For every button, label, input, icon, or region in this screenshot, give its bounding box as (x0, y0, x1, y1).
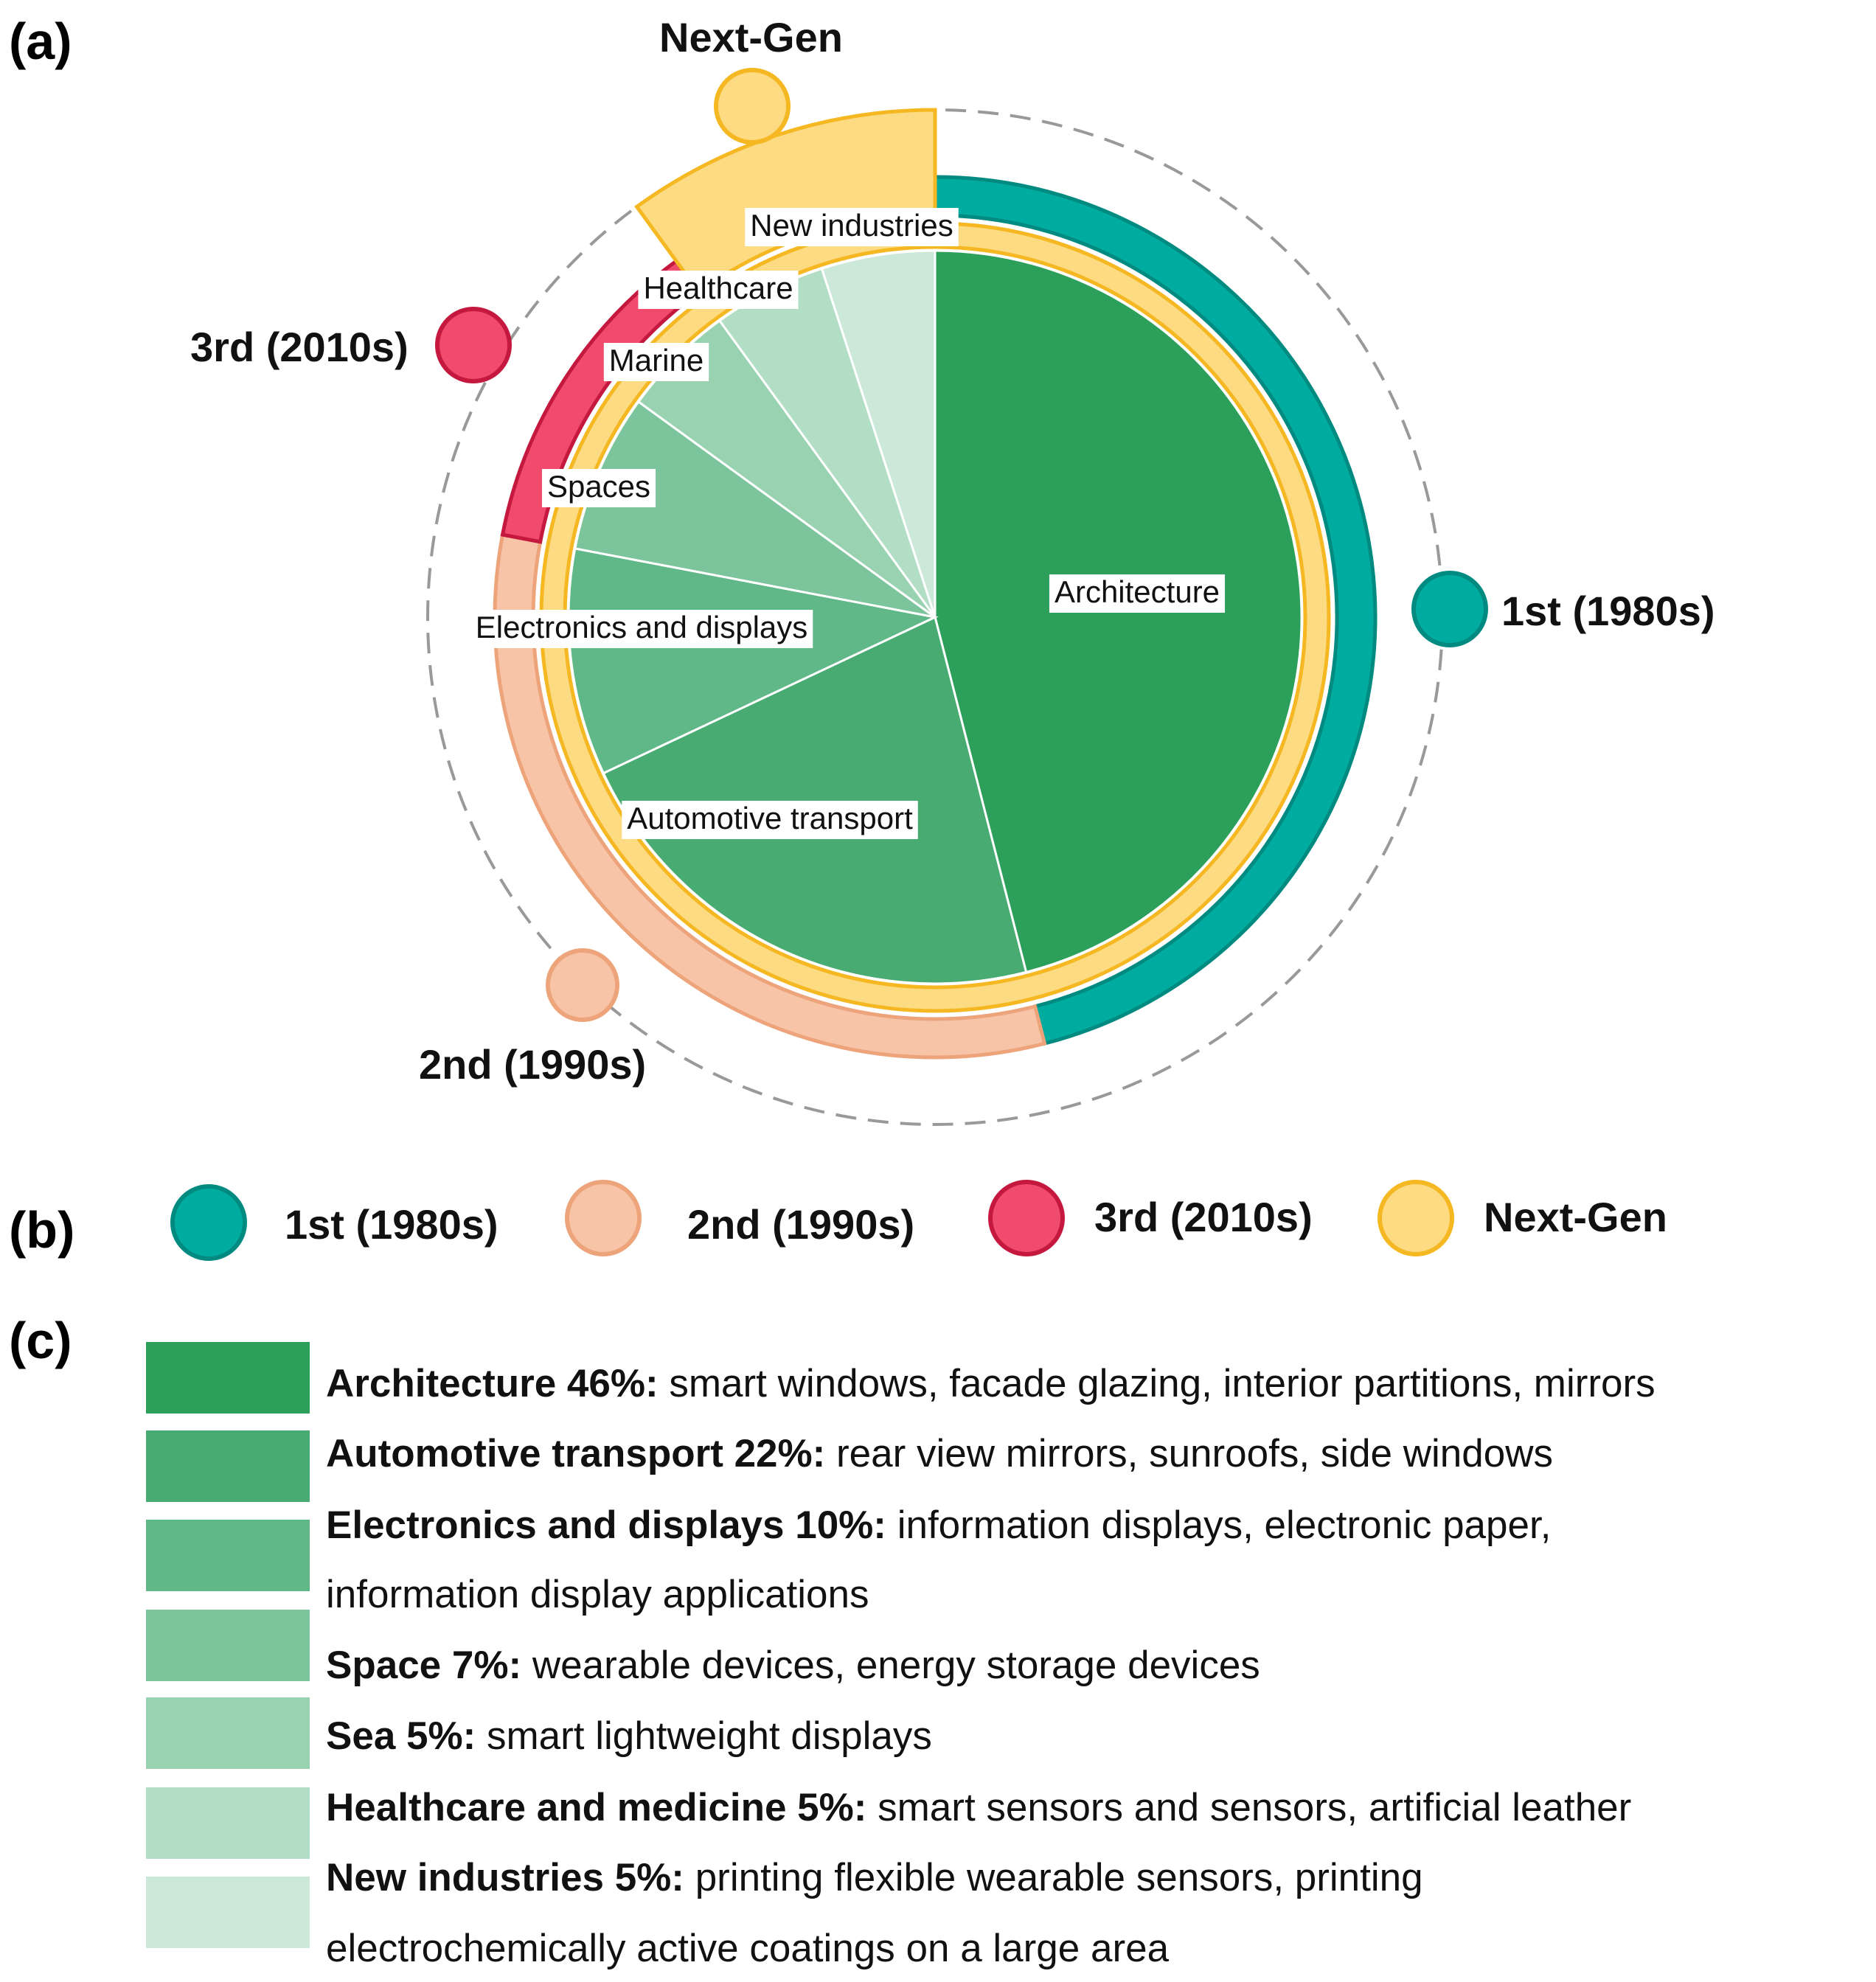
generation-legend: 1st (1980s) 2nd (1990s) 3rd (2010s) Next… (170, 1180, 1667, 1261)
slice-label-2: Automotive transport (627, 801, 913, 835)
gen2-label: 2nd (1990s) (419, 1041, 646, 1088)
legend-c-desc-6: smart sensors and sensors, artificial le… (866, 1786, 1631, 1829)
slice-label-7: New industries (750, 208, 953, 243)
legend-c-line2-3: information display applications (326, 1573, 869, 1616)
legend-c-bold-2: Automotive transport 22%: (326, 1432, 825, 1475)
slice-label-box-7 (745, 208, 959, 246)
legend-c-bold-5: Sea 5%: (326, 1714, 476, 1758)
slice-label-3: Electronics and displays (476, 610, 808, 644)
legend-c-swatch-6 (146, 1787, 310, 1859)
legend-c-swatch-5 (146, 1697, 310, 1769)
legend-c-desc-5: smart lightweight displays (476, 1714, 932, 1758)
slice-label-box-6 (638, 271, 799, 309)
gen1-label: 1st (1980s) (1501, 588, 1715, 634)
legend-c-line-2: Automotive transport 22%: rear view mirr… (326, 1432, 1553, 1475)
gen3-label: 3rd (2010s) (190, 324, 409, 370)
generation-arc-4 (634, 108, 937, 295)
nextgen-label: Next-Gen (659, 14, 843, 60)
legend-c-bold-7: New industries 5%: (326, 1856, 684, 1899)
legend-c-line-1: Architecture 46%: smart windows, facade … (326, 1362, 1656, 1405)
slice-label-box-5 (603, 343, 709, 381)
legend-c-bold-3: Electronics and displays 10%: (326, 1503, 886, 1547)
legend-c-swatch-2 (146, 1430, 310, 1502)
legend-c-line-4: Space 7%: wearable devices, energy stora… (326, 1644, 1260, 1687)
gen3-marker (435, 307, 512, 383)
legend-nextgen-swatch (1378, 1180, 1454, 1256)
legend-gen2-swatch (565, 1180, 642, 1256)
legend-gen1-swatch (170, 1184, 247, 1261)
legend-gen3-label: 3rd (2010s) (1094, 1194, 1313, 1240)
legend-gen1-label: 1st (1980s) (285, 1201, 498, 1248)
legend-c-swatch-4 (146, 1610, 310, 1681)
legend-c-line-6: Healthcare and medicine 5%: smart sensor… (326, 1786, 1631, 1829)
legend-c-desc-7: printing flexible wearable sensors, prin… (684, 1856, 1423, 1899)
legend-nextgen-label: Next-Gen (1484, 1194, 1667, 1240)
legend-c-desc-1: smart windows, facade glazing, interior … (659, 1362, 1656, 1405)
slice-label-box-2 (622, 801, 918, 839)
panel-label-c: (c) (9, 1312, 72, 1369)
legend-c-desc-4: wearable devices, energy storage devices (521, 1644, 1260, 1687)
legend-c-bold-4: Space 7%: (326, 1644, 521, 1687)
slice-label-box-4 (541, 469, 656, 507)
panel-label-b: (b) (9, 1201, 74, 1259)
legend-c-bold-1: Architecture 46%: (326, 1362, 659, 1405)
sector-legend: Architecture 46%: smart windows, facade … (146, 1342, 1656, 1970)
slice-label-1: Architecture (1055, 574, 1220, 609)
legend-c-line-5: Sea 5%: smart lightweight displays (326, 1714, 932, 1758)
pie-slice-3 (567, 547, 939, 775)
slice-label-5: Marine (609, 343, 704, 378)
nextgen-marker (714, 68, 791, 145)
slice-label-box-1 (1049, 574, 1226, 613)
gen2-marker (546, 948, 619, 1022)
legend-c-line2-7: electrochemically active coatings on a l… (326, 1927, 1170, 1970)
legend-c-bold-6: Healthcare and medicine 5%: (326, 1786, 866, 1829)
slice-label-box-3 (470, 610, 813, 648)
legend-c-line-7: New industries 5%: printing flexible wea… (326, 1856, 1423, 1899)
legend-gen3-swatch (988, 1180, 1065, 1256)
pie-slice-7 (820, 249, 937, 618)
legend-c-swatch-3 (146, 1520, 310, 1591)
legend-c-desc-3: information displays, electronic paper, (886, 1503, 1551, 1547)
legend-c-swatch-7 (146, 1877, 310, 1948)
legend-c-line-3: Electronics and displays 10%: informatio… (326, 1503, 1551, 1547)
legend-gen2-label: 2nd (1990s) (687, 1201, 914, 1248)
slice-label-6: Healthcare (643, 271, 793, 305)
gen1-marker (1411, 571, 1488, 647)
legend-c-swatch-1 (146, 1342, 310, 1414)
panel-label-a: (a) (9, 13, 72, 70)
legend-c-desc-2: rear view mirrors, sunroofs, side window… (825, 1432, 1553, 1475)
slice-label-4: Spaces (547, 469, 650, 504)
